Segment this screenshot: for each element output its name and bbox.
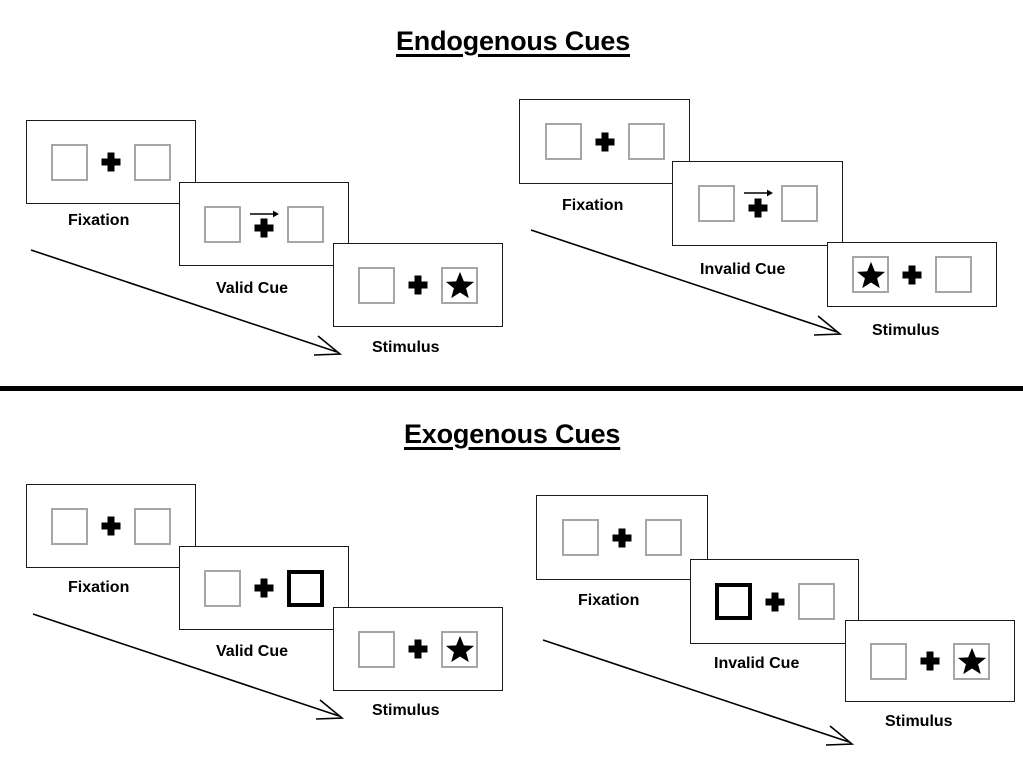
placeholder-left [358,266,395,304]
plus-icon [920,651,940,671]
placeholder-right [780,185,818,222]
frame-content [846,621,1014,701]
caption-endo-valid-fixation: Fixation [68,212,130,229]
frame-exo-invalid-stimulus [845,620,1015,702]
placeholder-left [204,205,241,243]
fixation-gap [582,123,628,160]
placeholder-right-target [441,266,478,304]
frame-exo-valid-fixation [26,484,196,568]
frame-content [673,162,842,245]
frame-content [27,485,195,567]
placeholder-left [562,519,599,556]
section-title-endogenous: Endogenous Cues [396,26,631,56]
frame-exo-valid-stimulus [333,607,503,691]
star-icon [445,635,474,663]
fixation-gap [395,631,441,668]
star-icon [445,271,474,299]
fixation-gap [88,144,134,181]
caption-exo-valid-stimulus: Stimulus [372,702,440,719]
caption-exo-valid-cue: Valid Cue [216,643,289,660]
placeholder-right [935,256,972,293]
plus-icon [902,265,922,284]
placeholder-left-target [852,256,889,293]
frame-endo-invalid-cue [672,161,843,246]
section-title-exogenous: Exogenous Cues [404,419,621,449]
caption-endo-valid-stimulus: Stimulus [372,339,440,356]
caption-endo-invalid-fixation: Fixation [562,197,624,214]
frame-content [520,100,689,183]
frame-content [691,560,858,643]
caption-exo-invalid-fixation: Fixation [578,592,640,609]
frame-content [537,496,707,579]
placeholder-right-cued [287,569,324,607]
fixation-gap [241,570,287,607]
placeholder-right-target [441,630,478,668]
arrow-right-icon [743,189,773,197]
placeholder-left [51,143,88,181]
placeholder-left [697,185,735,222]
frame-endo-valid-stimulus [333,243,503,327]
plus-icon [101,152,121,172]
caption-endo-invalid-stimulus: Stimulus [872,322,940,339]
frame-endo-invalid-stimulus [827,242,997,307]
fixation-gap [88,508,134,545]
fixation-gap [752,583,798,620]
plus-icon [612,528,632,547]
placeholder-right [797,583,835,620]
fixation-gap [735,185,781,222]
plus-icon [748,198,767,218]
frame-content [27,121,195,203]
fixation-gap [395,267,441,304]
plus-icon [254,578,274,598]
star-icon [957,647,986,675]
placeholder-left [358,630,395,668]
caption-endo-valid-cue: Valid Cue [216,280,289,297]
plus-icon [765,592,784,611]
frame-exo-invalid-cue [690,559,859,644]
fixation-gap [907,643,953,680]
caption-exo-valid-fixation: Fixation [68,579,130,596]
time-flow-arrow-exo-invalid [542,639,855,746]
frame-content [180,183,348,265]
section-divider [0,386,1023,391]
caption-exo-invalid-cue: Invalid Cue [714,655,800,672]
frame-endo-valid-cue [179,182,349,266]
fixation-gap [599,519,645,556]
placeholder-right [287,205,324,243]
placeholder-right-target [953,642,990,680]
plus-icon [595,132,614,151]
time-flow-arrow-exo-valid [32,613,345,720]
frame-content [334,608,502,690]
caption-exo-invalid-stimulus: Stimulus [885,713,953,730]
placeholder-left-cued [714,583,752,620]
arrow-right-icon [250,210,279,217]
frame-exo-invalid-fixation [536,495,708,580]
plus-icon [101,516,121,536]
placeholder-right [134,143,171,181]
placeholder-right [645,519,682,556]
frame-content [180,547,348,629]
time-flow-arrow-endo-invalid [530,229,843,336]
time-flow-arrow-endo-valid [30,249,343,356]
caption-endo-invalid-cue: Invalid Cue [700,261,786,278]
placeholder-left [544,123,582,160]
plus-icon [408,275,428,295]
placeholder-right [627,123,665,160]
frame-endo-valid-fixation [26,120,196,204]
frame-exo-valid-cue [179,546,349,630]
frame-endo-invalid-fixation [519,99,690,184]
plus-icon [254,218,274,238]
plus-icon [408,639,428,659]
placeholder-left [51,507,88,545]
fixation-gap [889,256,935,293]
placeholder-right [134,507,171,545]
frame-content [334,244,502,326]
fixation-gap [241,206,287,243]
placeholder-left [204,569,241,607]
frame-content [828,243,996,306]
placeholder-left [870,642,907,680]
star-icon [856,261,885,288]
